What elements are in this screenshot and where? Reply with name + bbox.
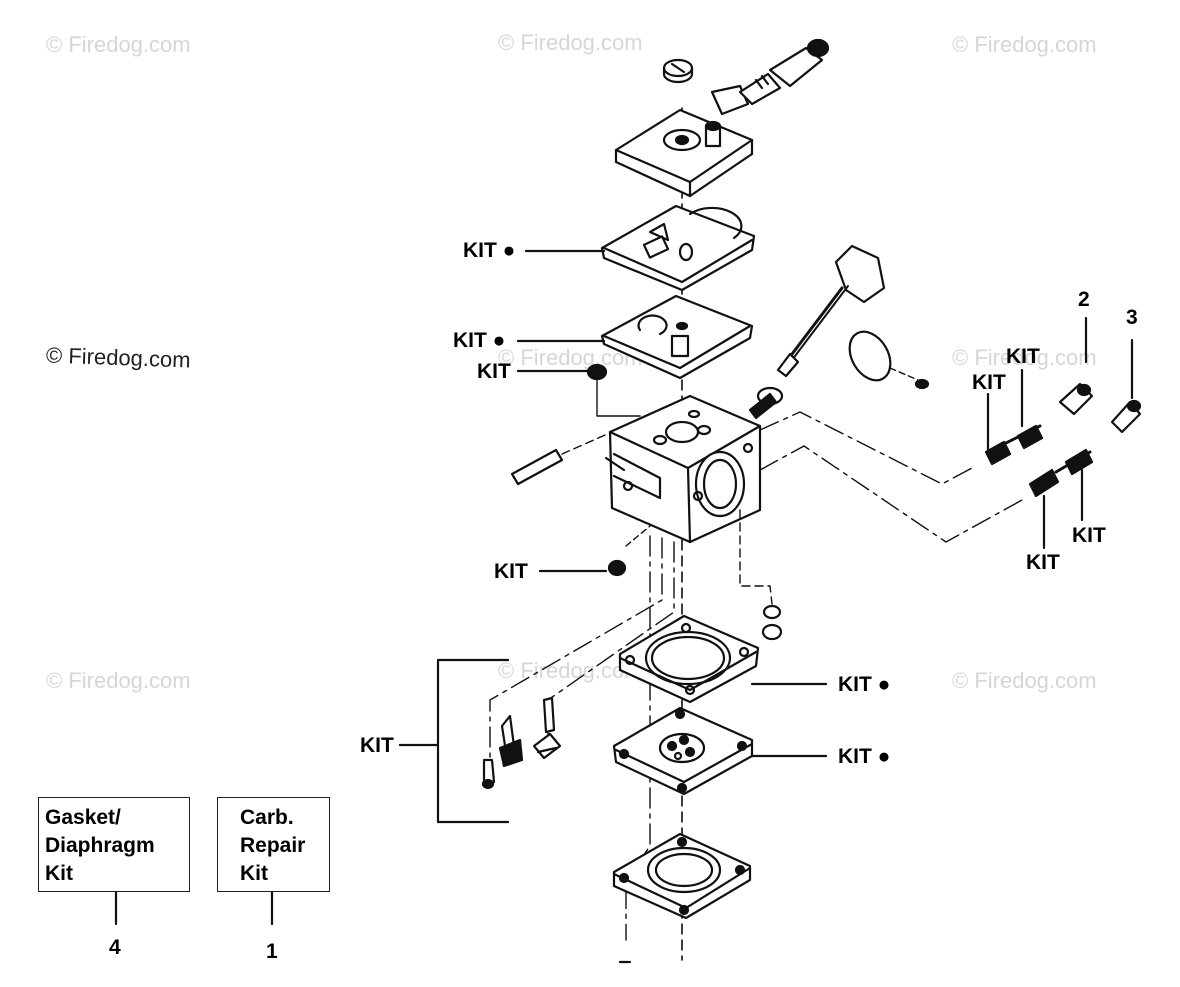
kit-callout: KIT ● [463,239,516,262]
callout-bracket [398,658,510,824]
cover-plate [614,108,754,198]
watermark: © Firedog.com [46,668,191,693]
gasket-plate-1 [600,204,756,292]
small-parts [481,696,562,790]
kit-callout: KIT [1006,345,1040,368]
legend-line: Kit [45,862,73,885]
leader-line [759,411,973,485]
kit-callout: KIT [1026,551,1060,574]
gasket-diaphragm-kit-box: Gasket/ Diaphragm Kit [38,797,190,892]
watermark: © Firedog.com [952,345,1097,370]
plug [586,363,608,381]
watermark: © Firedog.com [952,668,1097,693]
pin [510,431,613,486]
kit-callout: KIT ● [838,745,891,768]
ref-number: 4 [109,936,121,959]
carb-repair-kit-box: Carb. Repair Kit [217,797,330,892]
pump-gasket [618,614,760,704]
legend-line: Carb. [240,806,294,829]
kit-callout: KIT [972,371,1006,394]
legend-line: Repair [240,834,306,857]
o-ring [761,623,783,641]
kit-callout: KIT [360,734,394,757]
ref-number: 2 [1078,288,1090,311]
watermark: © Firedog.com [498,30,643,55]
watermark: © Firedog.com [952,32,1097,57]
kit-callout: KIT [477,360,511,383]
adjusting-needles [984,382,1142,498]
legend-line: Kit [240,862,268,885]
legend-line: Diaphragm [45,834,155,857]
throttle-plate [848,330,930,390]
leader-line [759,445,1023,543]
inlet-fitting [710,38,830,116]
kit-callout: KIT [1072,524,1106,547]
gasket-plate-2 [600,294,754,380]
throttle-lever [748,244,886,420]
ref-number: 1 [266,940,278,963]
o-ring [762,604,782,620]
ref-number: 3 [1126,306,1138,329]
watermark: © Firedog.com [498,658,643,683]
pump-cover [612,832,752,920]
watermark: © Firedog.com [46,32,191,57]
kit-callout: KIT [494,560,528,583]
pump-diaphragm [612,706,754,796]
kit-callout: KIT ● [453,329,506,352]
top-screw [662,58,694,84]
carburetor-body [604,394,762,544]
kit-callout: KIT ● [838,673,891,696]
legend-line: Gasket/ [45,806,121,829]
lower-plug [607,559,627,577]
